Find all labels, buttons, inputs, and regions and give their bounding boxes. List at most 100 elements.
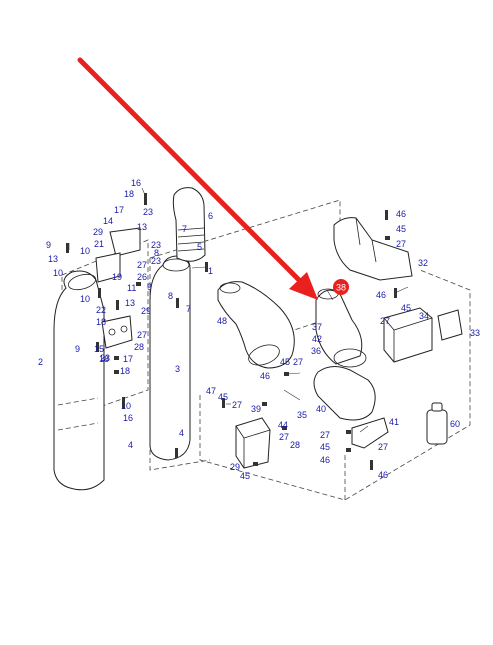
callout-label: 21: [94, 239, 104, 249]
callout-label: 16: [123, 413, 133, 423]
callout-label: 4: [179, 428, 184, 438]
callout-label: 18: [96, 317, 106, 327]
callout-label: 39: [251, 404, 261, 414]
callout-label: 13: [137, 222, 147, 232]
callout-label: 29: [230, 462, 240, 472]
callout-label: 27: [380, 316, 390, 326]
mid-bracket: [101, 315, 133, 349]
callout-label: 13: [125, 298, 135, 308]
callout-label: 29: [141, 306, 151, 316]
callout-label: 36: [311, 346, 321, 356]
callout-label: 45: [218, 392, 228, 402]
callout-label: 27: [279, 432, 289, 442]
callout-label: 46: [378, 470, 388, 480]
callout-label: 44: [278, 420, 288, 430]
callout-label: 17: [114, 205, 124, 215]
callout-label: 2: [38, 357, 43, 367]
callout-label: 33: [470, 328, 480, 338]
assembly-outline-center: [149, 199, 341, 471]
callout-label: 9: [147, 282, 152, 292]
callout-label: 7: [186, 304, 191, 314]
callout-label: 46: [320, 455, 330, 465]
callout-label: 29: [93, 227, 103, 237]
callout-label: 11: [127, 283, 136, 293]
bolt-hardware-left: [66, 193, 208, 458]
callout-label: 45: [401, 303, 411, 313]
callout-label: 7: [182, 224, 187, 234]
callout-label: 45: [240, 471, 250, 481]
callout-label: 16: [131, 178, 141, 188]
callout-label: 23: [100, 353, 110, 363]
callout-label: 32: [418, 258, 428, 268]
callout-label: 27: [232, 400, 242, 410]
callout-label: 27: [137, 330, 147, 340]
callout-label: 18: [124, 189, 134, 199]
callout-label: 8: [154, 248, 159, 258]
callout-label: 41: [389, 417, 399, 427]
callout-label: 23: [151, 240, 161, 250]
callout-label: 14: [103, 216, 113, 226]
lower-bracket: [235, 417, 271, 469]
callout-label: 28: [134, 342, 144, 352]
callout-label: 46: [260, 371, 270, 381]
callout-label: 46: [376, 290, 386, 300]
callout-label: 10: [80, 246, 90, 256]
callout-label: 45: [320, 442, 330, 452]
callout-label: 15: [94, 344, 104, 354]
callout-label: 27: [396, 239, 406, 249]
callout-label: 10: [53, 268, 63, 278]
callout-label: 22: [96, 305, 106, 315]
bolt-hardware-right: [222, 210, 397, 470]
intake-shroud: [333, 217, 413, 281]
callout-label: 23: [151, 256, 161, 266]
callout-label: 27: [378, 442, 388, 452]
callout-label: 27: [137, 260, 147, 270]
callout-label: 1: [208, 266, 213, 276]
callout-label: 6: [208, 211, 213, 221]
callout-label: 10: [80, 294, 90, 304]
callout-label: 45: [280, 357, 290, 367]
upper-bracket: [95, 227, 141, 283]
callout-label: 42: [312, 334, 322, 344]
callout-label: 19: [112, 272, 122, 282]
callout-label: 5: [197, 242, 202, 252]
pipe-connector: [315, 288, 367, 368]
highlighted-part-badge: 38: [333, 279, 349, 295]
callout-label: 37: [312, 322, 322, 332]
callout-label: 28: [290, 440, 300, 450]
callout-label: 8: [168, 291, 173, 301]
assembly-outline-left: [61, 239, 149, 421]
lower-elbow: [313, 366, 376, 421]
callout-label: 46: [396, 209, 406, 219]
callout-label: 60: [450, 419, 460, 429]
callout-label: 17: [123, 354, 133, 364]
leader-lines: [68, 187, 409, 433]
mount-plate: [437, 309, 463, 341]
callout-label: 3: [175, 364, 180, 374]
callout-label: 4: [128, 440, 133, 450]
callouts: 16 18 17 23 14 13 29 23 9 13 10 21 23 10…: [38, 178, 480, 481]
callout-label: 23: [143, 207, 153, 217]
highlighted-part-label: 38: [336, 283, 346, 293]
callout-label: 10: [121, 401, 131, 411]
elbow-pipe: [217, 281, 295, 369]
callout-label: 27: [320, 430, 330, 440]
exhaust-pipe-lower: [53, 270, 105, 491]
callout-label: 26: [137, 272, 147, 282]
callout-label: 9: [46, 240, 51, 250]
rain-cap: [172, 187, 206, 262]
red-pointer-arrow: [77, 57, 318, 300]
callout-label: 18: [120, 366, 130, 376]
callout-label: 40: [316, 404, 326, 414]
callout-label: 9: [75, 344, 80, 354]
callout-label: 47: [206, 386, 216, 396]
callout-label: 34: [419, 311, 429, 321]
sealant-can: [426, 402, 448, 445]
callout-label: 27: [293, 357, 303, 367]
callout-label: 18: [99, 354, 109, 364]
callout-label: 13: [48, 254, 58, 264]
callout-label: 45: [396, 224, 406, 234]
callout-label: 48: [217, 316, 227, 326]
support-bracket: [383, 307, 433, 363]
